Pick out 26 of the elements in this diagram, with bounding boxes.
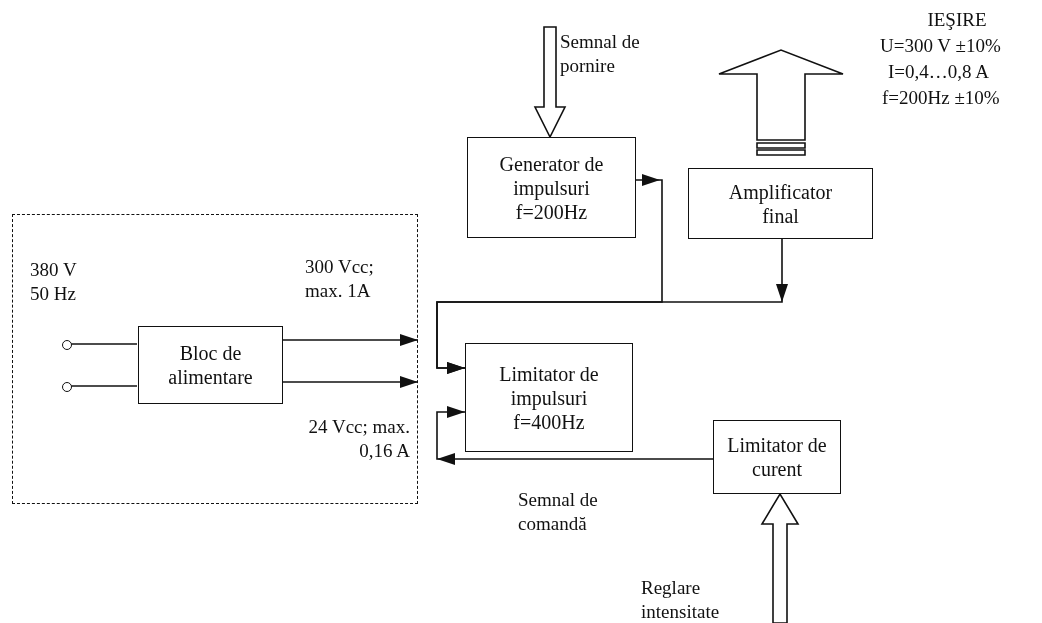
block-box — [465, 343, 633, 452]
output-spec-label: U=300 V ±10% — [880, 34, 1002, 58]
hollow-arrow — [533, 26, 567, 138]
arrow — [281, 334, 419, 346]
block-label: Bloc de alimentare — [167, 341, 254, 389]
block-box — [467, 137, 636, 238]
hollow-arrow — [718, 49, 844, 156]
hollow-arrow — [760, 493, 800, 623]
terminal-circle — [62, 340, 72, 350]
wire-line — [70, 385, 138, 387]
block-label: Amplificator final — [727, 179, 834, 228]
block-box — [688, 168, 873, 239]
output-spec-label: IEŞIRE — [926, 8, 988, 32]
supply-label: 380 V 50 Hz — [30, 258, 78, 306]
block-label: Generator de impulsuri f=200Hz — [498, 151, 605, 224]
arrow — [436, 406, 714, 465]
output-spec-label: I=0,4…0,8 A — [888, 60, 990, 84]
block-box — [713, 420, 841, 494]
block-label: Limitator de impulsuri f=400Hz — [498, 361, 600, 434]
block-label: Limitator de curent — [726, 433, 828, 481]
terminal-circle — [62, 382, 72, 392]
arrow — [436, 238, 788, 374]
arrow — [281, 376, 419, 388]
output-spec-label: f=200Hz ±10% — [882, 86, 1001, 110]
wire-line — [70, 343, 138, 345]
block-box — [138, 326, 283, 404]
